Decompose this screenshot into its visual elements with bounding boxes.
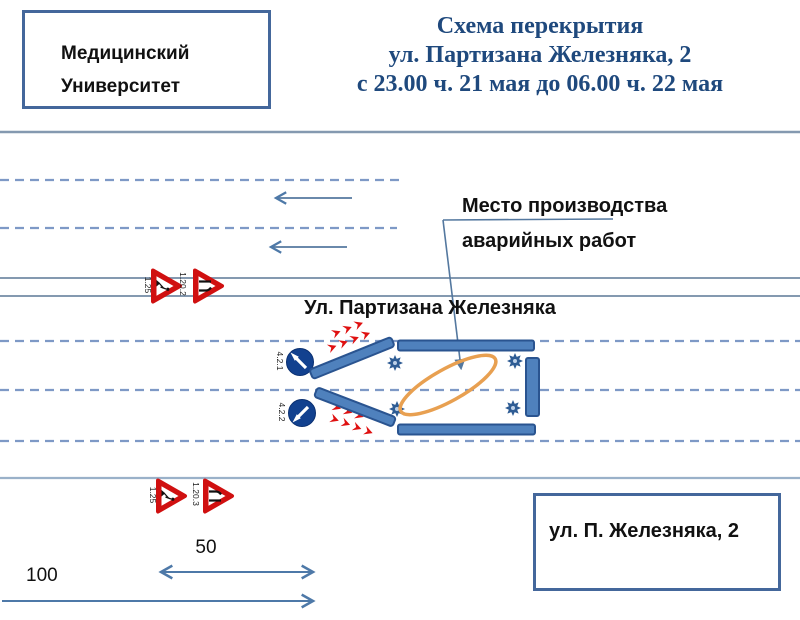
building-label-line1: Медицинский	[61, 43, 190, 64]
callout-line1: Место производства	[462, 195, 668, 217]
sign-code-1-25-top: 1.25	[143, 276, 153, 294]
building-box-medical-university: Медицинский Университет	[22, 10, 271, 109]
sign-code-1-20-2: 1.20.2	[178, 272, 188, 296]
sign-code-4-2-1: 4.2.1	[275, 351, 285, 371]
sign-code-1-20-3: 1.20.3	[191, 482, 201, 506]
title-line1: Схема перекрытия	[436, 13, 644, 39]
work-zone-barriers	[309, 336, 540, 436]
work-area-ellipse	[398, 353, 498, 417]
dimension-label-100: 100	[26, 565, 58, 586]
title-line3: с 23.00 ч. 21 мая до 06.00 ч. 22 мая	[356, 71, 724, 97]
sign-code-1-25-bottom: 1.25	[148, 486, 158, 504]
barrier-horizontal-bottom	[397, 423, 536, 436]
warning-sign-road-narrows-top	[193, 268, 224, 304]
address-label: ул. П. Железняка, 2	[549, 520, 739, 542]
building-label-line2: Университет	[61, 76, 181, 97]
warning-sign-roadworks-bottom	[156, 478, 187, 514]
address-box: ул. П. Железняка, 2	[533, 493, 781, 591]
page-title: Схема перекрытия ул. Партизана Железняка…	[300, 12, 780, 99]
warning-sign-road-narrows-bottom	[203, 478, 234, 514]
detour-sign-4-2-1	[286, 348, 314, 376]
barrier-diagonal-bottom	[313, 387, 397, 427]
callout-underline	[442, 218, 614, 221]
flasher-lights	[387, 353, 523, 417]
street-name-label: Ул. Партизана Железняка	[304, 297, 556, 319]
barrier-vertical-right	[525, 357, 540, 417]
dimension-label-50: 50	[195, 537, 217, 558]
work-site-callout: Место производства аварийных работ	[462, 189, 667, 259]
barrier-horizontal-top	[397, 339, 535, 352]
callout-line2: аварийных работ	[462, 230, 637, 252]
detour-sign-4-2-2	[288, 399, 316, 427]
barrier-diagonal-top	[309, 336, 395, 380]
title-line2: ул. Партизана Железняка, 2	[388, 42, 692, 68]
sign-code-4-2-2: 4.2.2	[277, 402, 287, 422]
